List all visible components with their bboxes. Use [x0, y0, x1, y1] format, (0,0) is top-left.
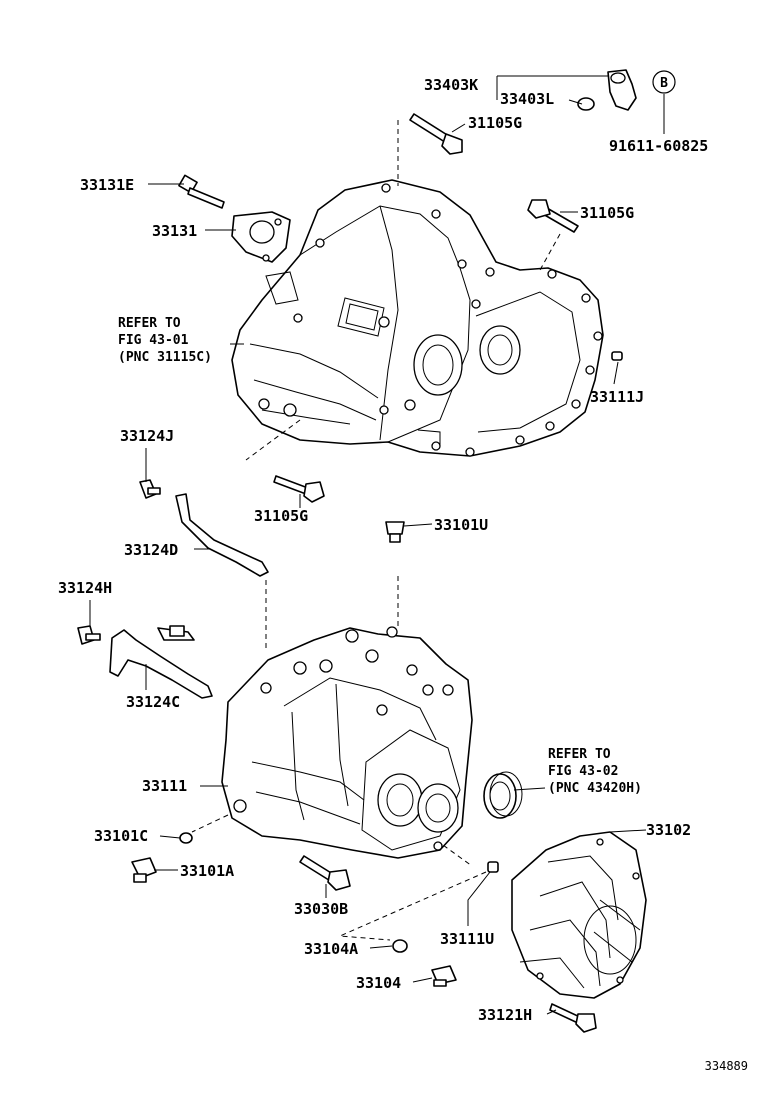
bolt-31105g-mid-icon	[273, 475, 325, 503]
gasket-33104a-icon	[392, 939, 408, 953]
transmission-case-33111	[221, 626, 473, 859]
refer-lower-line1: REFER TO	[548, 747, 611, 762]
label-33101c: 33101C	[94, 827, 148, 845]
label-33102: 33102	[646, 821, 691, 839]
bolt-33124j-icon	[139, 479, 161, 499]
refer-lower-line2: FIG 43-02	[548, 764, 618, 779]
label-33124h: 33124H	[58, 579, 112, 597]
refer-upper-line1: REFER TO	[118, 316, 181, 331]
label-33403l: 33403L	[500, 90, 554, 108]
callout-labels: 33403K 33403L 31105G 91611-60825 33131E …	[58, 76, 748, 1073]
label-33111j: 33111J	[590, 388, 644, 406]
label-33101a: 33101A	[180, 862, 234, 880]
refer-upper-line2: FIG 43-01	[118, 333, 189, 348]
label-33111: 33111	[142, 777, 187, 795]
label-33030b: 33030B	[294, 900, 348, 918]
label-33101u: 33101U	[434, 516, 488, 534]
plug-33101u-icon	[385, 521, 405, 543]
release-fork-bracket-icon	[231, 211, 291, 263]
bolt-31105g-top-icon	[409, 113, 463, 155]
label-33104: 33104	[356, 974, 401, 992]
label-33124d: 33124D	[124, 541, 178, 559]
bolt-33124h-icon	[77, 625, 101, 645]
dowel-pin-33111j-icon	[611, 351, 623, 361]
bolt-33030b-icon	[299, 855, 351, 891]
label-31105g-right: 31105G	[580, 204, 634, 222]
label-33403k: 33403K	[424, 76, 478, 94]
label-31105g-top: 31105G	[468, 114, 522, 132]
washer-33101c-icon	[179, 832, 193, 844]
label-33124c: 33124C	[126, 693, 180, 711]
marker-b-text: B	[660, 76, 668, 91]
label-33124j: 33124J	[120, 427, 174, 445]
bolt-33131e-icon	[178, 174, 225, 209]
alignment-lines	[191, 120, 561, 941]
bolt-31105g-right-icon	[527, 199, 579, 233]
reference-marker-b: B	[652, 70, 676, 94]
figure-number: 334889	[705, 1059, 748, 1073]
oil-receiver-33124d-icon	[175, 493, 269, 577]
label-33104a: 33104A	[304, 940, 358, 958]
refer-upper-line3: (PNC 31115C)	[118, 350, 212, 365]
label-33111u: 33111U	[440, 930, 494, 948]
label-31105g-mid: 31105G	[254, 507, 308, 525]
case-cover-33102	[511, 831, 647, 999]
leader-lines	[89, 75, 665, 1015]
speedometer-sleeve-icon	[577, 69, 637, 111]
transaxle-housing-upper	[231, 179, 604, 457]
pin-33111u-icon	[487, 861, 499, 873]
plug-33104-icon	[431, 965, 457, 987]
reverse-idler-bracket-33124c-icon	[109, 625, 213, 699]
label-33131e: 33131E	[80, 176, 134, 194]
label-91611-60825: 91611-60825	[609, 137, 708, 155]
oil-seal-43420h-icon	[483, 771, 523, 819]
label-33121h: 33121H	[478, 1006, 532, 1024]
label-33131: 33131	[152, 222, 197, 240]
plug-33101a-icon	[131, 857, 157, 883]
refer-lower-line3: (PNC 43420H)	[548, 781, 642, 796]
bolt-33121h-icon	[549, 1003, 597, 1033]
